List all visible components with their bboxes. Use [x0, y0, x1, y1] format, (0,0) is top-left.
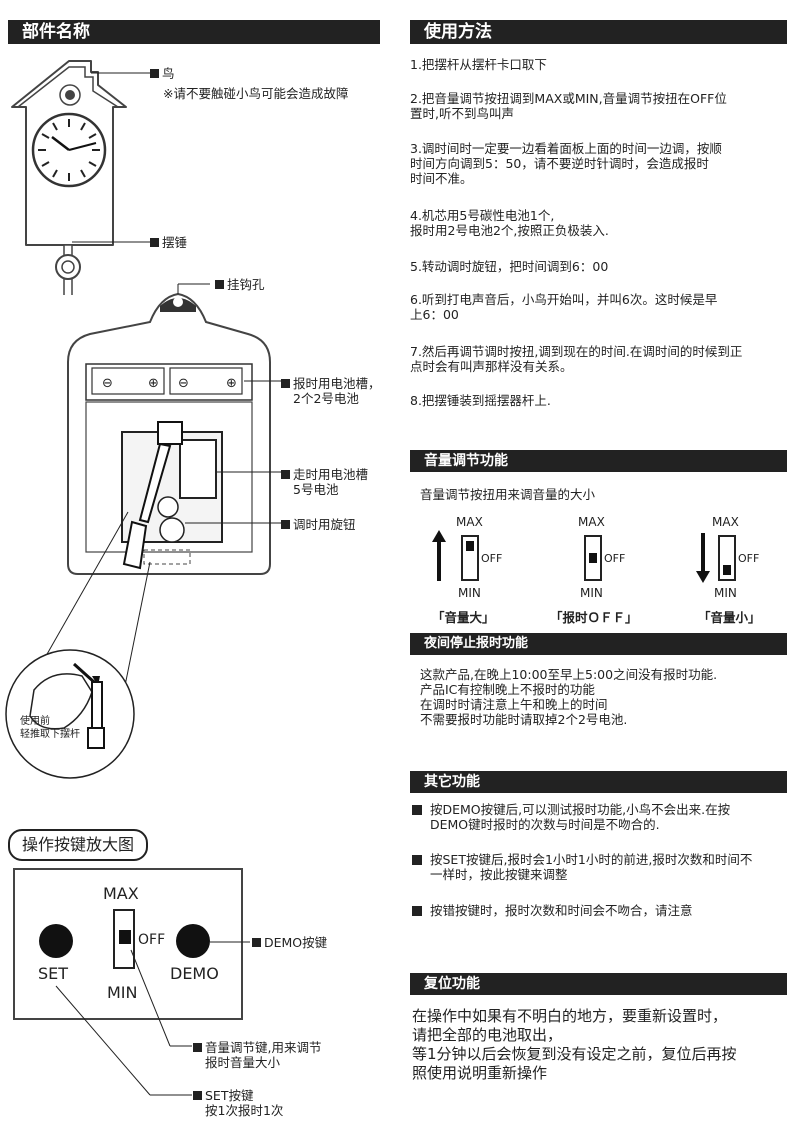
arrow-up-icon	[432, 530, 446, 542]
set-label: SET	[38, 964, 69, 983]
volume-2-max: MAX	[578, 515, 605, 529]
volume-3-off: OFF	[738, 552, 760, 565]
panel-min-label: MIN	[107, 983, 138, 1002]
chime-battery-label: 报时用电池槽， 2个2号电池	[281, 376, 381, 406]
volume-up-arrow-shaft	[437, 540, 441, 581]
step-3: 3.调时间时一定要一边看着面板上面的时间一边调，按顺 时间方向调到5：50，请不…	[410, 141, 722, 186]
volume-2-switch	[584, 535, 602, 581]
reset-header: 复位功能	[410, 973, 787, 995]
other-item-3: 按错按键时，报时次数和时间会不吻合，请注意	[412, 903, 787, 918]
step-8: 8.把摆锤装到摇摆器杆上.	[410, 393, 551, 408]
demo-label: DEMO	[170, 964, 219, 983]
volume-1-min: MIN	[458, 586, 481, 600]
reset-text: 在操作中如果有不明白的地方，要重新设置时， 请把全部的电池取出， 等1分钟以后会…	[412, 1007, 737, 1082]
parts-header: 部件名称	[8, 20, 380, 44]
volume-1-switch	[461, 535, 479, 581]
night-text: 这款产品,在晚上10:00至早上5:00之间没有报时功能. 产品IC有控制晚上不…	[420, 667, 718, 727]
cuckoo-clock-illustration	[11, 60, 150, 295]
volume-3-max: MAX	[712, 515, 739, 529]
demo-key-callout: DEMO按键	[252, 935, 327, 950]
svg-text:⊖: ⊖	[102, 376, 113, 391]
clock-back-illustration: ⊖ ⊕ ⊖ ⊕	[5, 283, 290, 779]
other-item-1: 按DEMO按键后,可以测试报时功能,小鸟不会出来.在按 DEMO键时报时的次数与…	[412, 802, 787, 832]
pendulum-hint: 使用前 轻推取下摆杆	[20, 716, 80, 740]
volume-switch[interactable]	[113, 909, 135, 969]
panel-off-label: OFF	[138, 932, 166, 948]
clock-battery-label: 走时用电池槽 5号电池	[281, 467, 368, 497]
hook-hole-label: 挂钩孔	[215, 277, 265, 292]
volume-2-min: MIN	[580, 586, 603, 600]
step-2: 2.把音量调节按扭调到MAX或MIN,音量调节按扭在OFF位 置时,听不到鸟叫声	[410, 91, 727, 121]
volume-3-caption: 「音量小」	[698, 610, 761, 625]
demo-button[interactable]	[176, 924, 210, 958]
svg-text:⊕: ⊕	[226, 376, 237, 391]
other-header: 其它功能	[410, 771, 787, 793]
night-header: 夜间停止报时功能	[410, 633, 787, 655]
volume-description: 音量调节按扭用来调音量的大小	[420, 487, 596, 502]
bird-warning-note: ※请不要触碰小鸟可能会造成故障	[163, 86, 349, 101]
step-5: 5.转动调时旋钮，把时间调到6：00	[410, 259, 609, 274]
step-1: 1.把摆杆从摆杆卡口取下	[410, 57, 547, 72]
key-panel	[13, 868, 243, 1020]
volume-down-arrow-shaft	[701, 533, 705, 573]
volume-header: 音量调节功能	[410, 450, 787, 472]
svg-text:⊕: ⊕	[148, 376, 159, 391]
usage-header: 使用方法	[410, 20, 787, 44]
volume-1-max: MAX	[456, 515, 483, 529]
volume-3-min: MIN	[714, 586, 737, 600]
set-button[interactable]	[39, 924, 73, 958]
volume-1-caption: 「音量大」	[432, 610, 495, 625]
panel-max-label: MAX	[103, 884, 139, 903]
bird-label: 鸟	[150, 66, 175, 81]
time-knob-label: 调时用旋钮	[281, 517, 356, 532]
set-key-callout: SET按键 按1次报时1次	[193, 1088, 283, 1118]
keys-header: 操作按键放大图	[8, 829, 149, 861]
volume-2-caption: 「报时ＯＦＦ」	[550, 610, 638, 625]
svg-text:⊖: ⊖	[178, 376, 189, 391]
volume-3-switch	[718, 535, 736, 581]
key-callout-lines	[55, 941, 250, 1096]
pendulum-label: 摆锤	[150, 235, 187, 250]
volume-key-callout: 音量调节键,用来调节 报时音量大小	[193, 1040, 321, 1070]
volume-switch-knob[interactable]	[119, 930, 131, 944]
volume-2-off: OFF	[604, 552, 626, 565]
step-6: 6.听到打电声音后，小鸟开始叫，并叫6次。这时候是早 上6：00	[410, 292, 718, 322]
arrow-down-icon	[696, 571, 710, 583]
other-item-2: 按SET按键后,报时会1小时1小时的前进,报时次数和时间不 一样时，按此按键来调…	[412, 852, 787, 882]
step-7: 7.然后再调节调时按扭,调到现在的时间.在调时间的时候到正 点时会有叫声那样没有…	[410, 344, 743, 374]
volume-1-off: OFF	[481, 552, 503, 565]
step-4: 4.机芯用5号碳性电池1个, 报时用2号电池2个,按照正负极装入.	[410, 208, 609, 238]
